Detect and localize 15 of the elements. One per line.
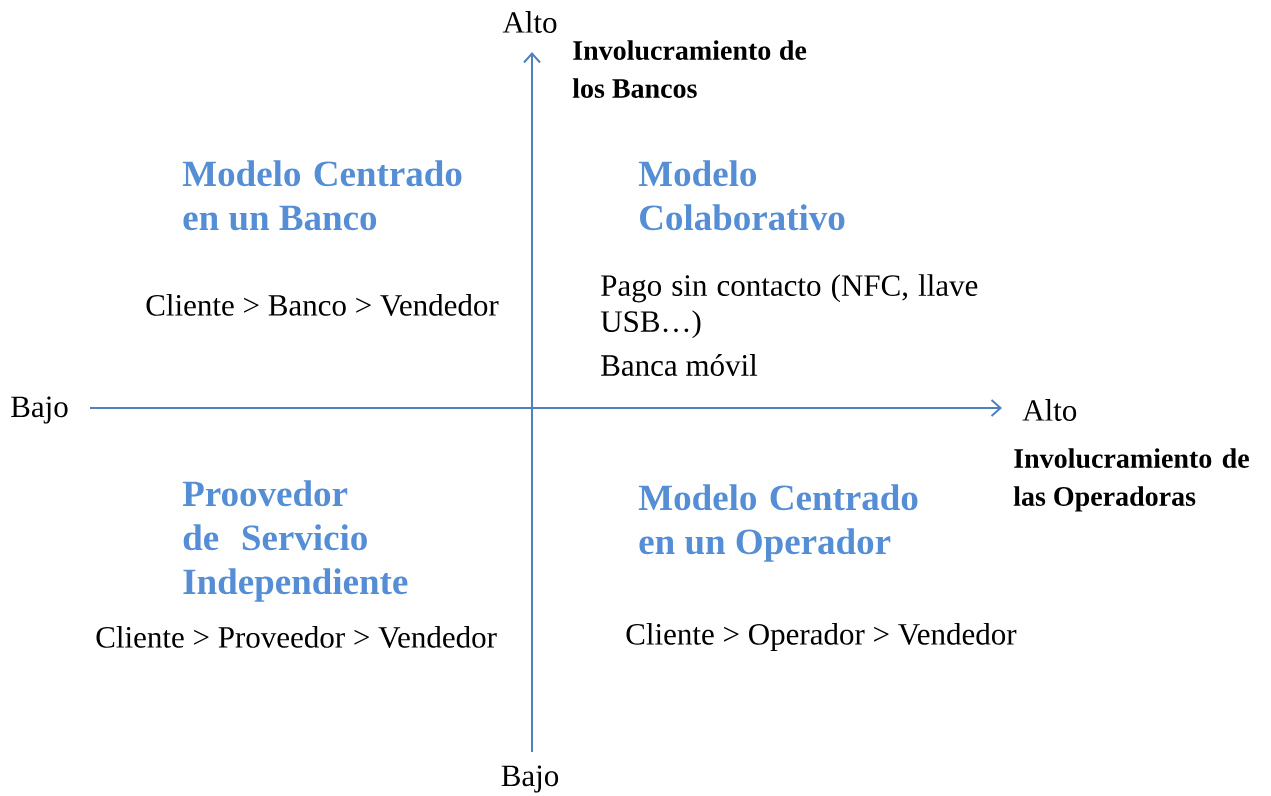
axis-label: Alto [502, 11, 557, 33]
flow-text: Cliente > Banco > Vendedor [146, 294, 499, 316]
axis-label: Alto [1022, 399, 1077, 421]
quadrant-title: Proovedor de Servicio Independiente [182, 480, 408, 602]
quadrant-title: Modelo Centrado en un Operador [638, 484, 918, 562]
flow-text: Cliente > Operador > Vendedor [626, 622, 1017, 652]
example-text: Banca móvil [601, 354, 758, 376]
axis-label: Bajo [501, 765, 559, 793]
axis-title: Involucramiento de las Operadoras [1013, 448, 1249, 512]
axis-title: Involucramiento de los Bancos [572, 40, 807, 98]
axis-label: Bajo [11, 396, 68, 424]
example-text: Pago sin contacto (NFC, llave USB…) [600, 274, 978, 339]
flow-text: Cliente > Proveedor > Vendedor [96, 626, 497, 648]
quadrant-title: Modelo Centrado en un Banco [182, 160, 462, 231]
quadrant-title: Modelo Colaborativo [638, 160, 845, 231]
